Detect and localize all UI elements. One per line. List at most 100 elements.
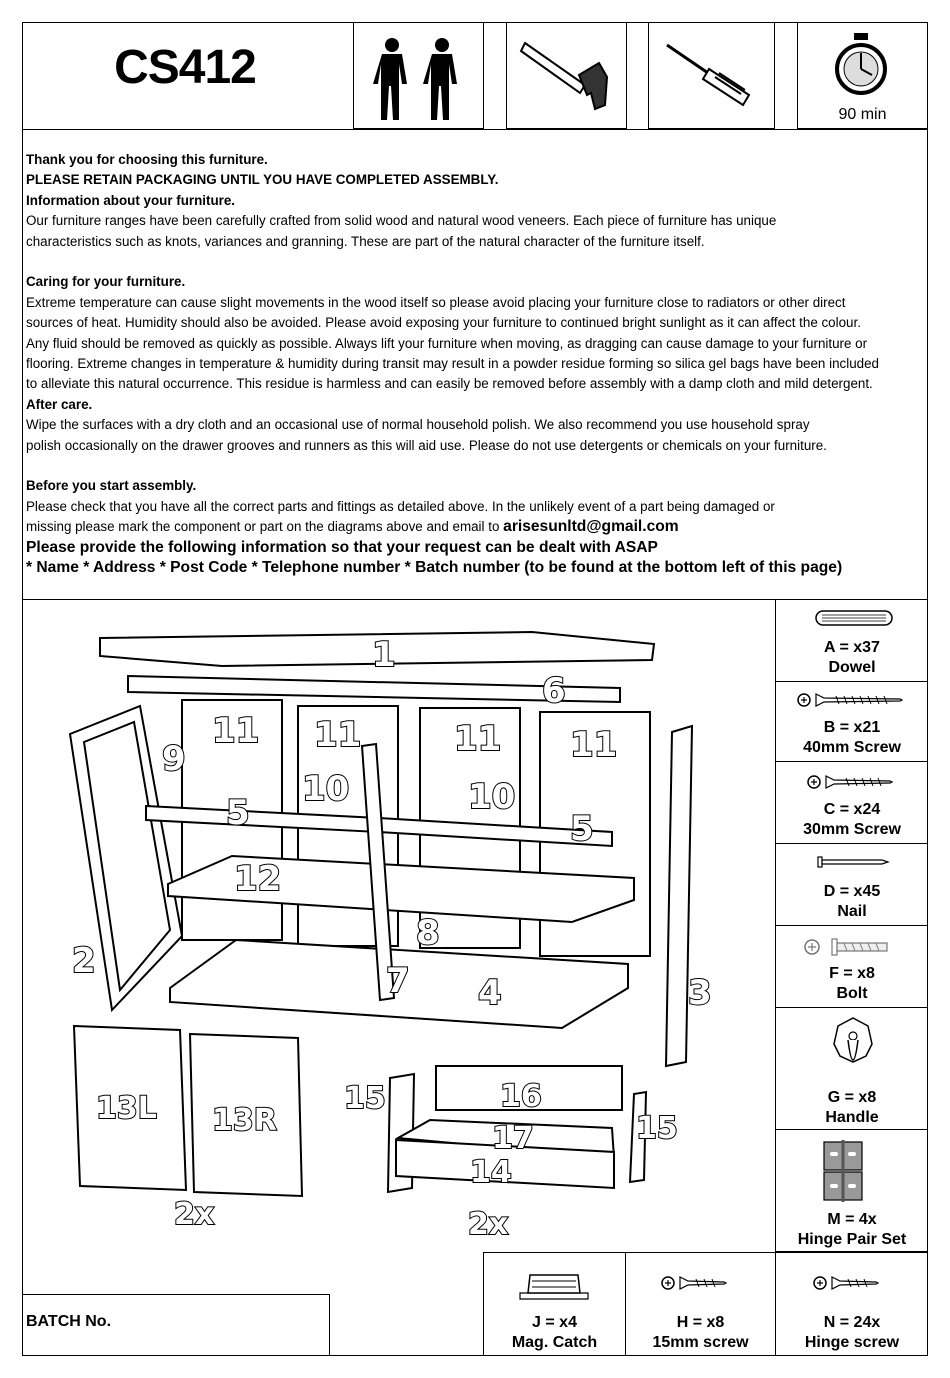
fitting-name: Bolt [836,985,868,1002]
handle-icon [833,1017,873,1063]
thanks-line: Thank you for choosing this furniture. [26,152,268,167]
fitting-qty: J = x4 [532,1314,577,1331]
caring-line: to alleviate this natural occurrence. Th… [26,376,873,392]
aftercare-heading: After care. [26,396,93,412]
label-part-3: 3 [688,973,712,1013]
label-part-17: 17 [492,1121,534,1156]
model-number: CS412 [114,41,257,94]
aftercare-line: polish occasionally on the drawer groove… [26,437,827,453]
fitting-mag-catch: J = x4 Mag. Catch [483,1252,625,1356]
label-part-16: 16 [500,1079,542,1114]
hammer-box [506,22,627,129]
label-part-5: 5 [226,793,250,833]
people-box [353,22,484,129]
label-part-4: 4 [478,973,502,1013]
aftercare-line: Wipe the surfaces with a dry cloth and a… [26,417,810,433]
before-heading: Before you start assembly. [26,478,197,494]
part-top-panel [99,630,656,668]
label-part-15: 15 [344,1081,386,1116]
label-part-6: 6 [542,671,566,711]
fitting-dowel: A = x37 Dowel [775,600,928,682]
batch-label: BATCH No. [26,1313,112,1330]
fitting-name: Hinge screw [804,1334,900,1351]
label-part-7: 7 [386,961,410,1001]
before-line: missing please mark the component or par… [26,517,926,537]
section-divider [22,599,928,600]
fitting-name: 30mm Screw [803,821,901,838]
part-drawer-front [395,1138,615,1190]
label-part-13l: 13L [96,1091,157,1126]
label-part-11: 11 [454,719,501,759]
magnetic-catch-icon [519,1274,589,1300]
label-part-14: 14 [470,1155,512,1190]
nail-icon [817,856,890,868]
two-people-icon [373,38,457,120]
batch-box: BATCH No. [22,1294,330,1356]
hinge-screw-icon [813,1276,880,1290]
hammer-icon [519,41,609,111]
fitting-name: 40mm Screw [803,739,901,756]
fitting-hinge: M = 4x Hinge Pair Set [775,1130,928,1252]
label-part-10: 10 [302,769,349,809]
fitting-40mm-screw: B = x21 40mm Screw [775,682,928,762]
screw-30mm-icon [807,775,894,789]
caring-line: Any fluid should be removed as quickly a… [26,335,868,351]
fitting-30mm-screw: C = x24 30mm Screw [775,762,928,844]
label-part-11: 11 [570,725,617,765]
fitting-qty: M = 4x [827,1211,877,1228]
retain-line: PLEASE RETAIN PACKAGING UNTIL YOU HAVE C… [26,172,499,188]
screwdriver-box [648,22,775,129]
label-part-9: 9 [162,739,186,779]
fitting-qty: A = x37 [824,639,880,656]
part-door-right [188,1032,304,1198]
fitting-15mm-screw: H = x8 15mm screw [625,1252,775,1356]
fitting-name: Mag. Catch [511,1334,598,1351]
support-email[interactable]: arisesunltd@gmail.com [503,518,679,536]
label-part-11: 11 [314,715,361,755]
instructions-text: Thank you for choosing this furniture. P… [26,150,926,579]
fitting-qty: D = x45 [823,883,881,900]
label-part-5: 5 [570,809,594,849]
screwdriver-icon [666,43,751,107]
caring-line: flooring. Extreme changes in temperature… [26,356,879,372]
screw-40mm-icon [797,693,904,707]
info-line: Our furniture ranges have been carefully… [26,213,777,229]
header-divider [22,129,928,130]
fitting-handle: G = x8 Handle [775,1008,928,1130]
dowel-icon [815,610,893,626]
label-part-8: 8 [416,913,440,953]
before-line: Please check that you have all the corre… [26,498,775,514]
fitting-name: Dowel [828,659,876,676]
label-part-15: 15 [636,1111,678,1146]
label-part-10: 10 [468,777,515,817]
part-drawer-side [628,1090,648,1184]
label-part-13r: 13R [212,1103,277,1138]
label-drawer-quantity: 2x [468,1207,508,1242]
fitting-name: Handle [825,1109,879,1126]
part-bottom-panel [169,938,629,1030]
caring-line: Extreme temperature can cause slight mov… [26,294,846,310]
fitting-qty: G = x8 [827,1089,877,1106]
part-top-rail [127,674,621,704]
caring-line: sources of heat. Humidity should also be… [26,315,861,331]
label-door-quantity: 2x [174,1197,214,1232]
fitting-bolt: F = x8 Bolt [775,926,928,1008]
hinge-icon [823,1140,863,1202]
required-fields: * Name * Address * Post Code * Telephone… [26,559,843,577]
label-part-12: 12 [234,859,281,899]
fitting-hinge-screw: N = 24x Hinge screw [775,1252,928,1356]
fitting-nail: D = x45 Nail [775,844,928,926]
stopwatch-icon [835,33,887,95]
fitting-name: Nail [837,903,867,920]
fitting-qty: C = x24 [823,801,881,818]
fitting-name: 15mm screw [652,1334,749,1351]
fitting-qty: N = 24x [823,1314,881,1331]
label-part-11: 11 [212,711,259,751]
part-door-left [72,1024,188,1192]
info-line: characteristics such as knots, variances… [26,233,705,249]
provide-line: Please provide the following information… [26,538,658,556]
time-box: 90 min [797,22,928,129]
exploded-diagram: 1 6 11 11 11 11 9 10 10 5 5 12 8 2 7 4 3… [68,630,713,1243]
label-part-2: 2 [72,941,96,981]
fitting-qty: H = x8 [676,1314,725,1331]
